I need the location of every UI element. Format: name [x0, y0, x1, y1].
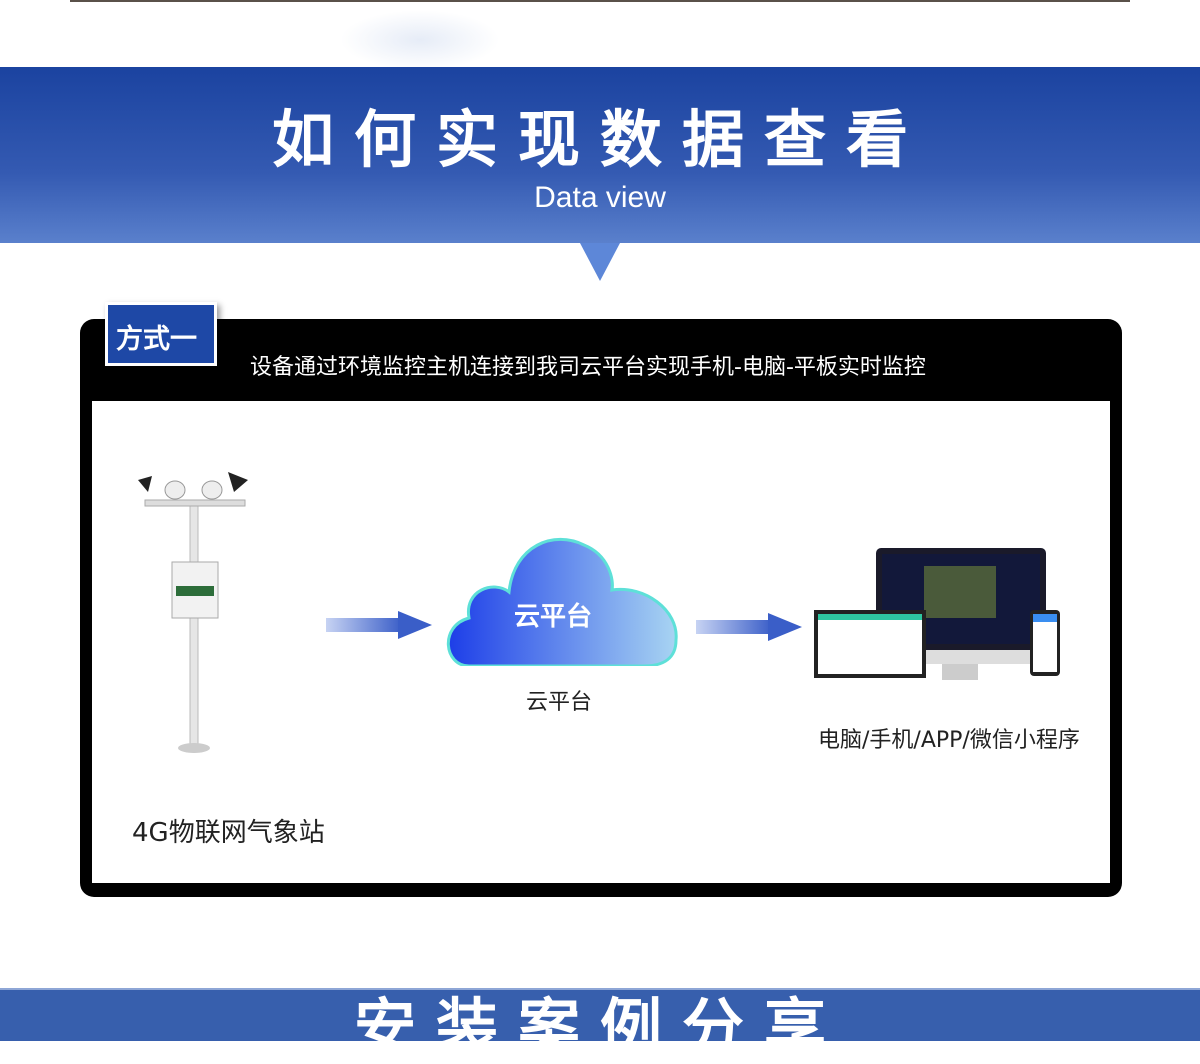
cloud-label: 云平台: [526, 690, 593, 715]
cloud-icon: [446, 537, 678, 666]
pointer-triangle: [580, 243, 620, 281]
next-section-title: 安装案例分享: [353, 991, 846, 1064]
divider: [70, 0, 1130, 2]
method-badge: 方式一: [105, 302, 217, 366]
arrow-icon: [696, 613, 802, 641]
cloud-text: 云平台: [514, 602, 593, 632]
weather-station-image: [138, 472, 248, 753]
devices-label: 电脑/手机/APP/微信小程序: [818, 728, 1080, 753]
section-banner: 如何实现数据查看 Data view: [0, 67, 1200, 243]
method-description: 设备通过环境监控主机连接到我司云平台实现手机-电脑-平板实时监控: [250, 355, 926, 380]
arrow-icon: [326, 611, 432, 639]
devices-image: [814, 548, 1060, 680]
station-label: 4G物联网气象站: [132, 818, 325, 848]
decorative-glow: [340, 10, 500, 70]
section-subtitle: Data view: [534, 181, 666, 214]
section-title: 如何实现数据查看: [271, 103, 928, 176]
next-section-banner: 安装案例分享: [0, 988, 1200, 1064]
